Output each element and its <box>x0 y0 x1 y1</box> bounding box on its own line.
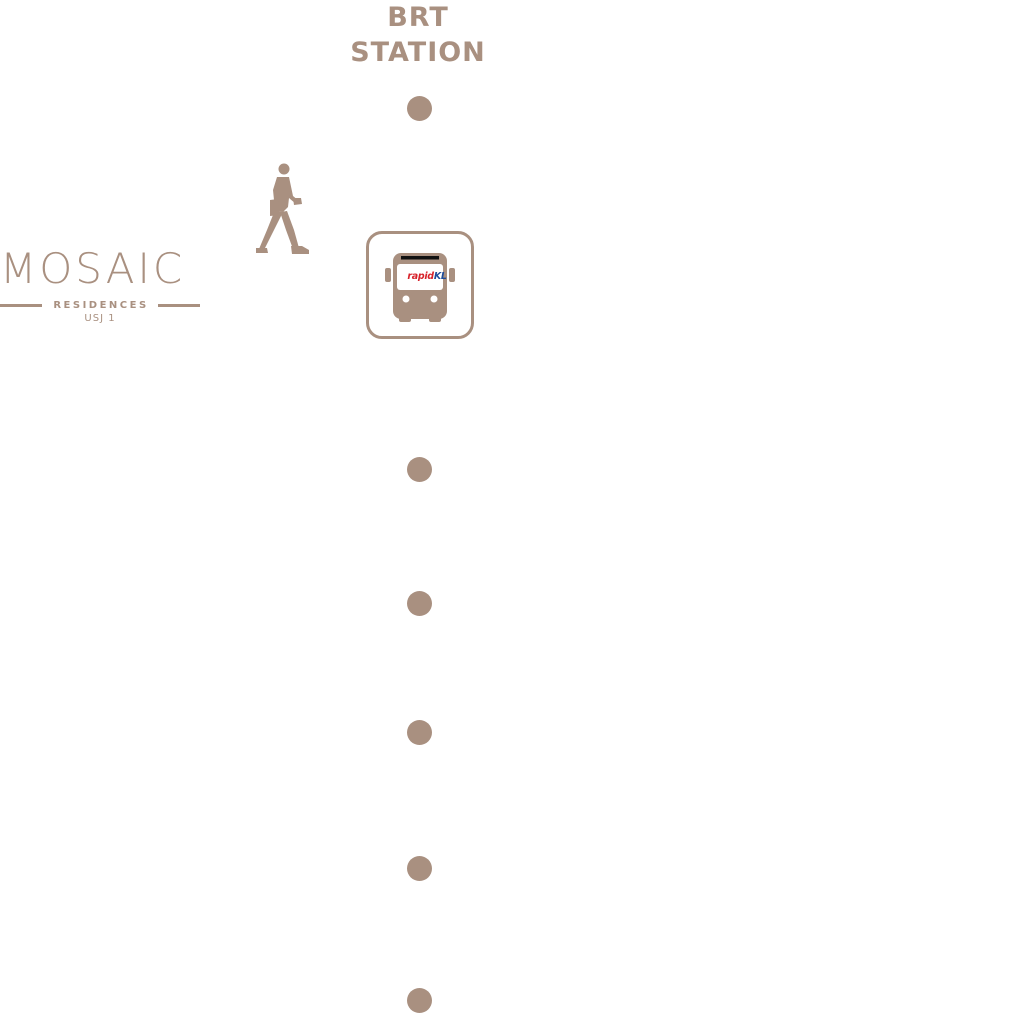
timeline-stop-dot <box>407 988 432 1013</box>
logo-subtitle: RESIDENCES <box>53 300 149 311</box>
station-title-line-2: STATION <box>350 37 486 68</box>
bus-icon <box>385 253 455 322</box>
timeline-stop-dot <box>407 96 432 121</box>
rapidkl-brand-part-1: rapid <box>407 271 434 282</box>
logo-rule-left <box>0 304 43 307</box>
rapidkl-brand: rapidKL <box>400 271 454 282</box>
station-title-line-1: BRT <box>387 2 449 33</box>
station-title: BRT STATION <box>330 0 506 70</box>
rapidkl-brand-part-2: KL <box>433 271 447 282</box>
walking-person-icon <box>256 163 309 254</box>
timeline-stop-dot <box>407 457 432 482</box>
timeline-stop-dot <box>407 720 432 745</box>
mosaic-residences-logo: MOSAIC RESIDENCES USJ 1 <box>0 244 201 324</box>
timeline-stop-dot <box>407 856 432 881</box>
logo-rule-right <box>157 304 201 307</box>
bus-icon-tile: rapidKL <box>366 231 474 339</box>
logo-location: USJ 1 <box>84 313 116 324</box>
logo-name: MOSAIC <box>0 244 186 293</box>
timeline-stop-dot <box>407 591 432 616</box>
logo-subtitle-row: RESIDENCES <box>0 300 201 311</box>
